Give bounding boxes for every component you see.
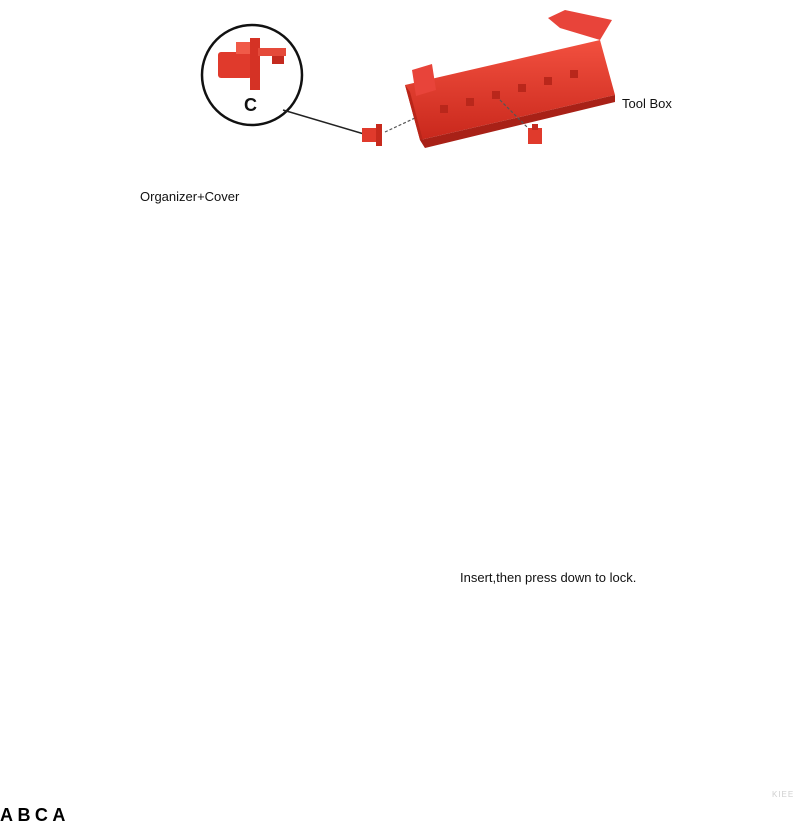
callout-c-top: C <box>200 23 304 127</box>
clip-a-small-icon <box>528 124 542 144</box>
leader-line-3: A <box>0 96 793 825</box>
callout-c-mid: C <box>34 805 52 825</box>
callout-letter-a-top: A <box>0 805 13 825</box>
leader-line-2: A <box>0 96 793 825</box>
callout-a-top: A <box>0 805 17 825</box>
tool-box <box>405 10 615 148</box>
callout-b: B <box>17 805 34 825</box>
callout-letter-c-top: C <box>244 95 257 115</box>
tool-box-label: Tool Box <box>622 96 672 111</box>
dashed-guide-3: A <box>0 96 793 825</box>
callout-letter-c-mid: C <box>34 805 48 825</box>
leader-line <box>282 109 365 135</box>
assembly-diagram: C <box>0 10 793 825</box>
organizer-cover-label: Organizer+Cover <box>140 189 240 204</box>
watermark: KIEE <box>772 790 795 799</box>
instruction-label: Insert,then press down to lock. <box>460 570 637 585</box>
clip-c-icon <box>218 38 286 90</box>
dashed-guide-2 <box>499 99 531 131</box>
dashed-guide <box>384 117 416 133</box>
leader-line-5: B C A Tool Box Organizer+Cover Insert,th… <box>17 96 793 825</box>
callout-letter-b: B <box>17 805 31 825</box>
callout-a-bottom: A <box>52 805 66 825</box>
callout-letter-a-bottom: A <box>52 805 66 825</box>
clip-c-small-icon <box>362 124 382 146</box>
leader-line-6: B C A Tool Box Organizer+Cover Insert,th… <box>17 96 793 825</box>
leader-line-4: B C A Tool Box Organizer+Cover Insert,th… <box>17 96 793 825</box>
